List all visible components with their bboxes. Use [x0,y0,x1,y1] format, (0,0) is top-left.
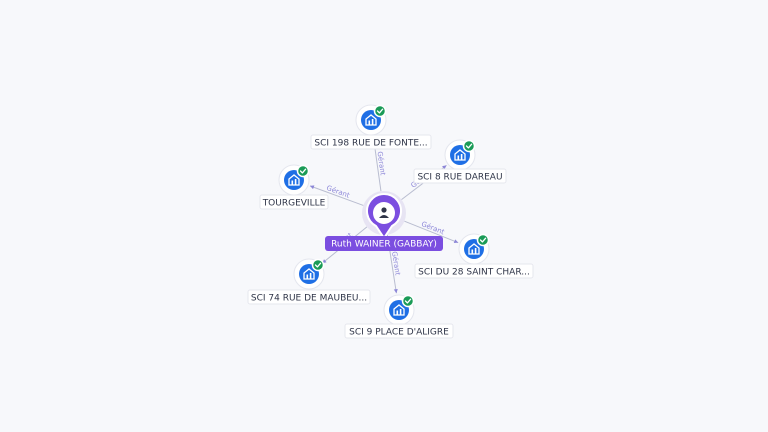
building-icon [365,114,377,126]
person-node[interactable]: Ruth WAINER (GABBAY) [325,191,443,251]
company-label-bg [344,323,454,339]
company-label-sci-198[interactable]: SCI 198 RUE DE FONTE... [310,134,432,150]
company-label-bg [247,289,371,305]
verified-check-icon [311,258,325,272]
edge-arrow [453,239,459,244]
edge-arrow [393,288,398,294]
edge-relation-label: Gérant [375,151,386,176]
person-icon [379,207,389,218]
edge-line [404,220,459,244]
verified-check-icon [462,139,476,153]
edge-arrow [442,165,447,170]
person-pin-inner [373,202,395,224]
company-name: SCI 8 RUE DAREAU [417,173,502,183]
company-label-tourgeville[interactable]: TOURGEVILLE [259,194,329,210]
verified-check-icon [476,233,490,247]
company-label-bg [413,168,507,184]
person-name-label: Ruth WAINER (GABBAY) [331,240,437,250]
company-node-sci-74[interactable] [293,258,325,290]
edge-relation-label: Gérant [390,251,402,276]
verified-check-icon [373,104,387,118]
company-label-bg [259,194,329,210]
building-icon [303,268,315,280]
company-label-sci-74[interactable]: SCI 74 RUE DE MAUBEU... [247,289,371,305]
edge-arrow [309,185,315,190]
company-label-sci-du-28[interactable]: SCI DU 28 SAINT CHAR... [414,263,534,279]
verified-check-icon [296,164,310,178]
building-icon [454,149,466,161]
company-name: TOURGEVILLE [262,199,326,209]
company-node-sci-198[interactable] [355,104,387,136]
company-name: SCI 198 RUE DE FONTE... [314,139,427,149]
building-icon [468,243,480,255]
company-label-bg [310,134,432,150]
company-label-sci-8[interactable]: SCI 8 RUE DAREAU [413,168,507,184]
edge-line [309,185,364,206]
edge-relation-label: Gérant [420,220,446,236]
company-label-sci-9[interactable]: SCI 9 PLACE D'ALIGRE [344,323,454,339]
company-node-sci-du-28[interactable] [458,233,490,265]
company-name: SCI DU 28 SAINT CHAR... [418,268,530,278]
verified-check-icon [401,294,415,308]
building-icon [393,304,405,316]
building-icon [288,174,300,186]
person-label-bg [325,236,443,251]
company-node-tourgeville[interactable] [278,164,310,196]
edge-relation-label: Gérant [325,184,351,200]
nodes-layer: SCI 198 RUE DE FONTE... SCI 8 RUE DAREAU T… [247,104,534,339]
company-node-sci-8[interactable] [444,139,476,171]
company-node-sci-9[interactable] [383,294,415,326]
company-label-bg [414,263,534,279]
company-name: SCI 9 PLACE D'ALIGRE [349,328,449,338]
company-name: SCI 74 RUE DE MAUBEU... [251,294,367,304]
